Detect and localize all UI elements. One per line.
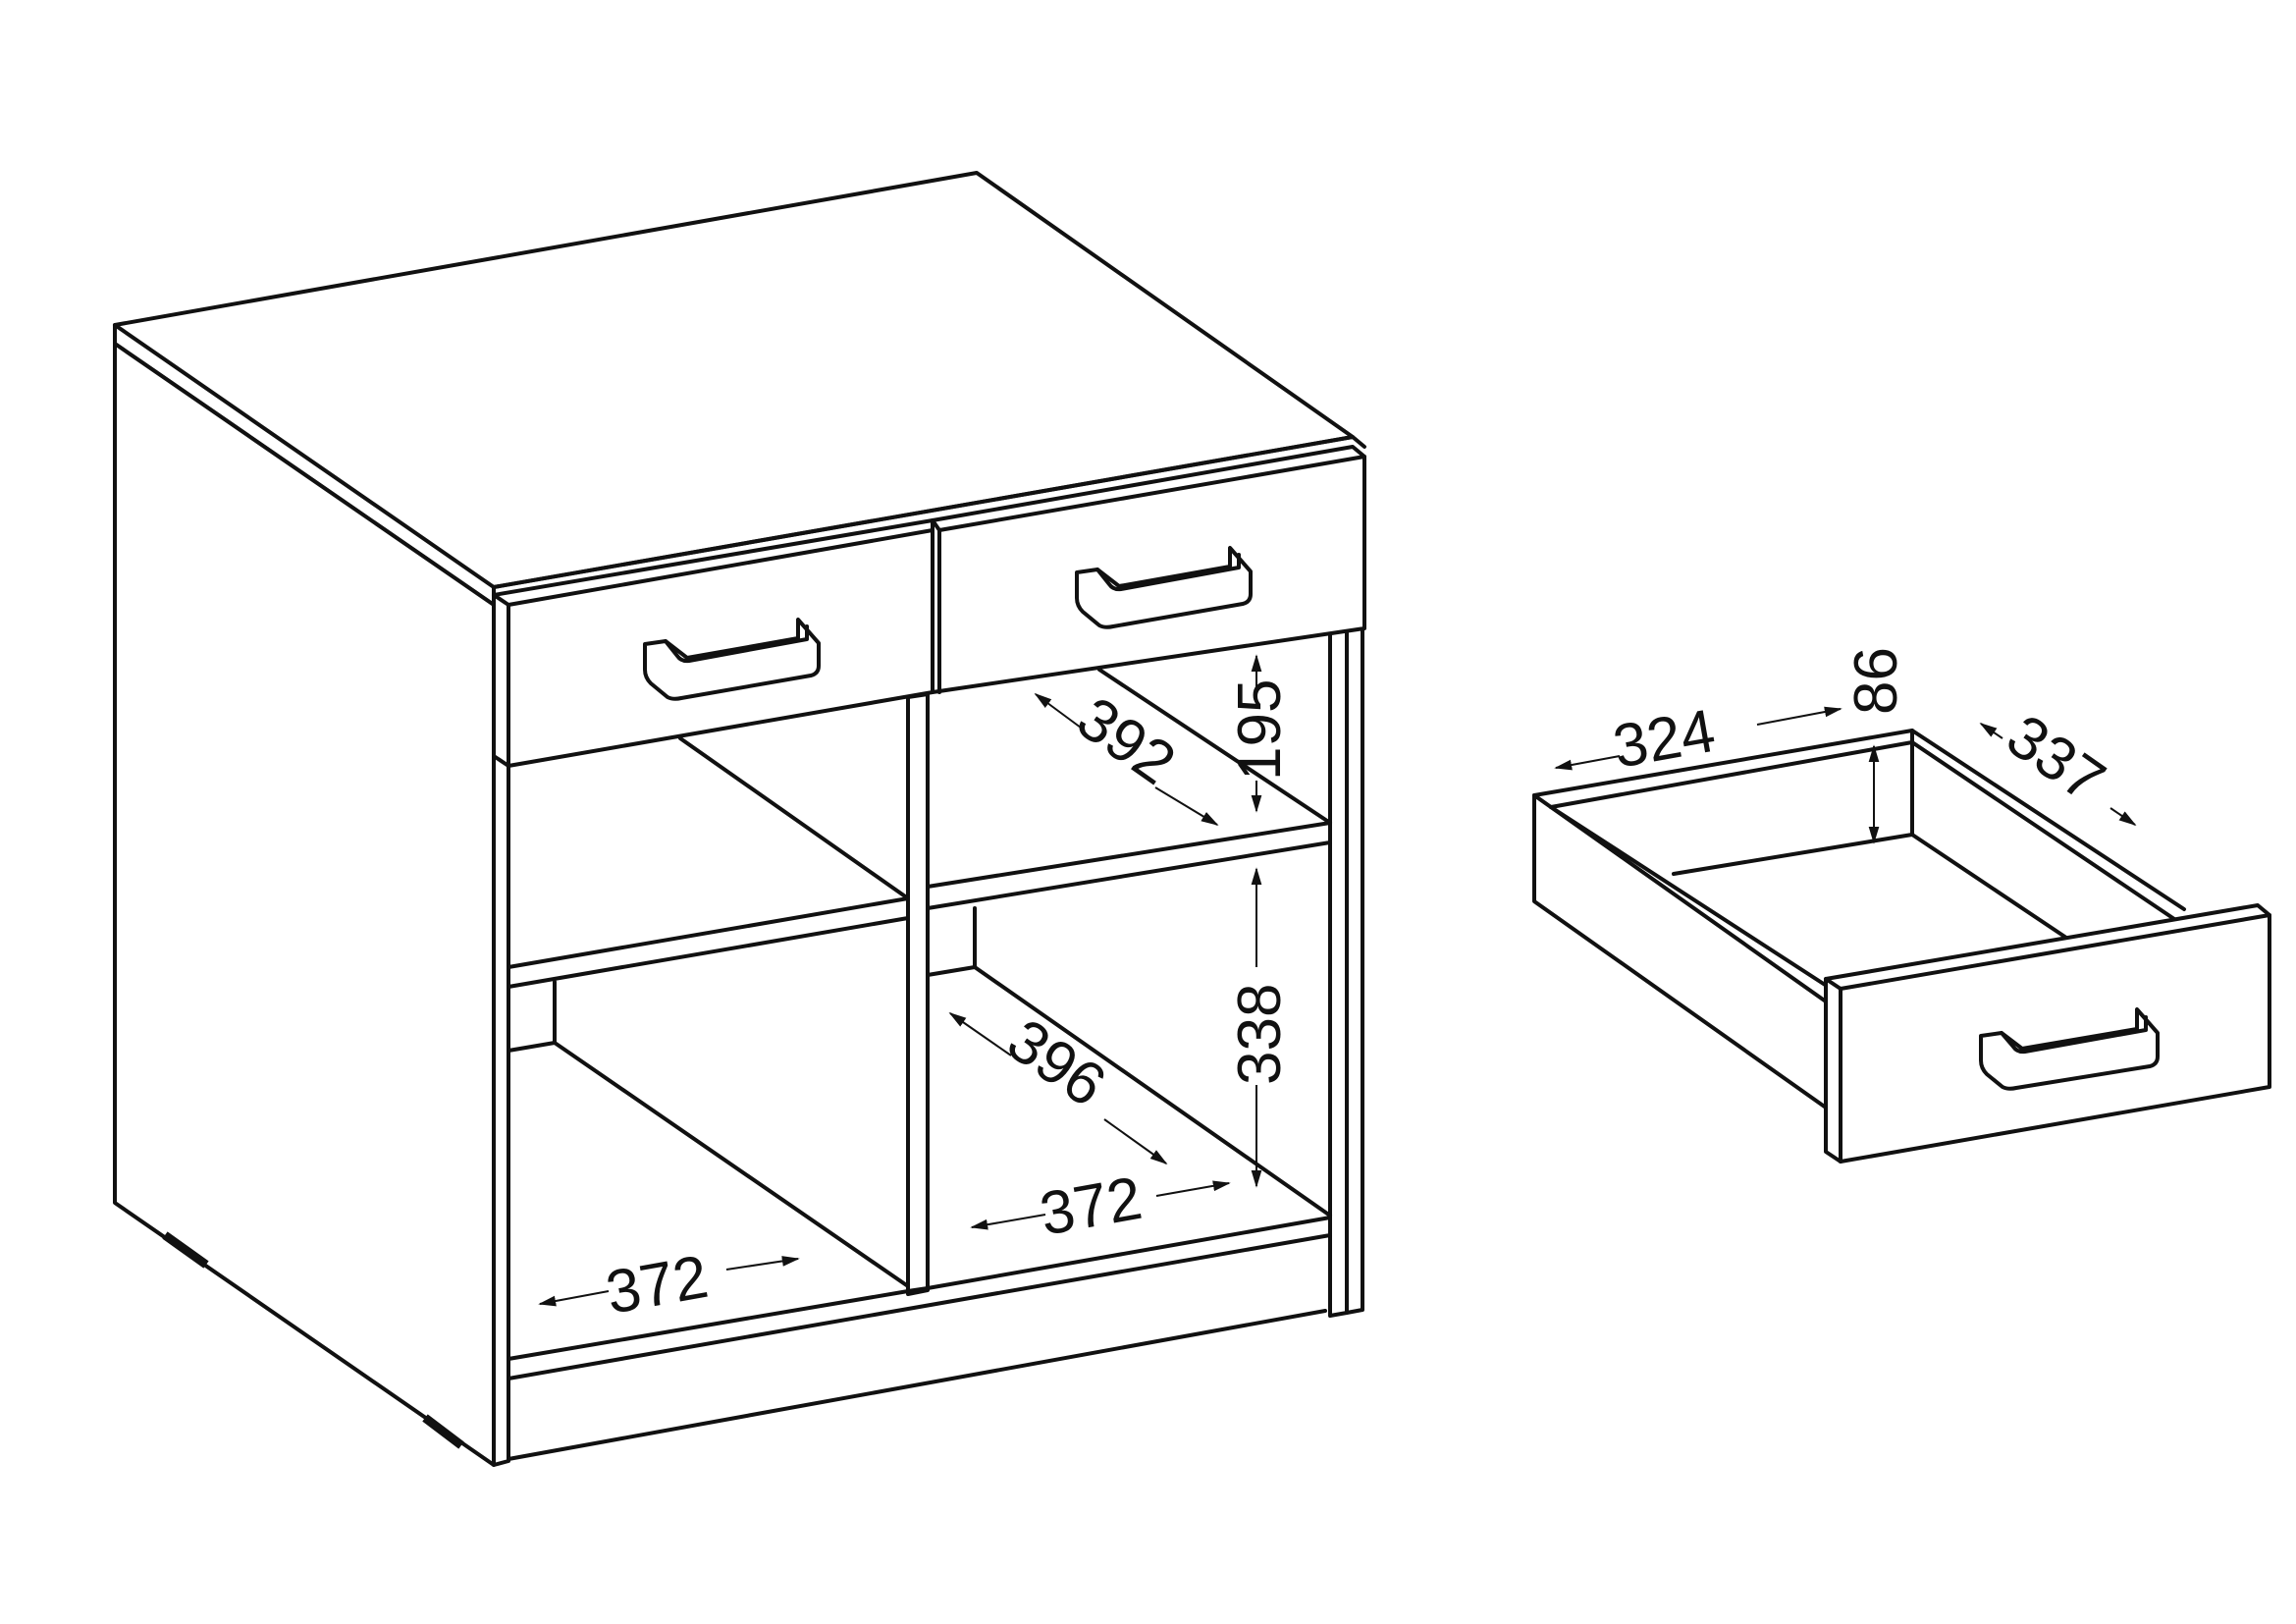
dim-drawer-inner-width: 324	[1608, 697, 1720, 782]
dim-lower-compartment-height: 338	[1226, 984, 1294, 1085]
handle-right-drawer[interactable]	[1075, 546, 1253, 629]
dim-upper-shelf-depth: 392	[1065, 684, 1187, 798]
foot-left	[162, 1231, 209, 1269]
dim-left-bottom-width: 372	[601, 1243, 713, 1327]
dim-lower-shelf-depth: 396	[995, 1006, 1117, 1120]
dim-upper-compartment-height: 195	[1226, 679, 1294, 781]
drawer-front-left[interactable]	[492, 518, 934, 768]
foot-right	[422, 1414, 464, 1449]
drawer-detail-drawing	[1532, 729, 2271, 1164]
dim-drawer-inner-height: 86	[1842, 647, 1910, 715]
upper-shelf-right	[926, 821, 1332, 910]
handle-drawer-detail[interactable]	[1979, 1007, 2160, 1091]
drawer-front-right[interactable]	[931, 445, 1366, 694]
dim-right-bottom-width: 372	[1035, 1164, 1147, 1249]
handle-left-drawer[interactable]	[643, 618, 821, 701]
cabinet-drawing	[113, 171, 1366, 1467]
drawer-dimensions: 324 86 337	[1554, 647, 2137, 844]
upper-shelf-left	[507, 896, 910, 989]
drawer-detail-front[interactable]	[1824, 903, 2271, 1164]
